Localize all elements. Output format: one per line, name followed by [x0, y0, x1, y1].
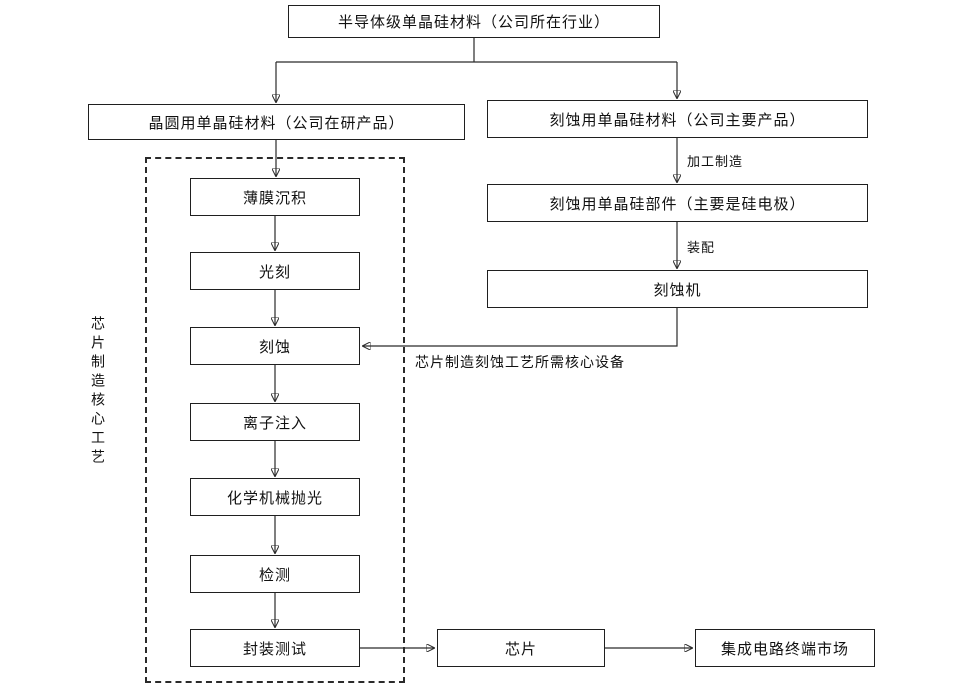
core-process-dashed-box [145, 157, 405, 683]
core-process-vertical-label: 芯片制造核心工艺 [86, 316, 106, 468]
node-wafer-material: 晶圆用单晶硅材料（公司在研产品） [88, 104, 465, 140]
edge-label-assembly-text: 装配 [687, 240, 716, 255]
node-step-etching: 刻蚀 [190, 327, 360, 365]
node-ic-terminal-market-label: 集成电路终端市场 [720, 641, 849, 658]
node-root-industry: 半导体级单晶硅材料（公司所在行业） [288, 5, 660, 38]
node-etch-material-label: 刻蚀用单晶硅材料（公司主要产品） [549, 112, 806, 129]
node-chip-label: 芯片 [504, 641, 537, 658]
step-label: 光刻 [258, 264, 291, 281]
node-step-thin-film-deposition: 薄膜沉积 [190, 178, 360, 216]
node-step-photolithography: 光刻 [190, 252, 360, 290]
edge-etcher-to-etch [363, 308, 678, 346]
node-step-packaging-testing: 封装测试 [190, 629, 360, 667]
node-etch-material: 刻蚀用单晶硅材料（公司主要产品） [487, 100, 868, 138]
edge-label-processing: 加工制造 [687, 151, 743, 170]
node-step-inspection: 检测 [190, 555, 360, 593]
step-label: 化学机械抛光 [226, 490, 323, 507]
step-label: 刻蚀 [258, 339, 291, 356]
node-step-ion-implantation: 离子注入 [190, 403, 360, 441]
node-etching-machine: 刻蚀机 [487, 270, 868, 308]
edge-label-core-equipment-text: 芯片制造刻蚀工艺所需核心设备 [415, 356, 625, 371]
node-wafer-material-label: 晶圆用单晶硅材料（公司在研产品） [148, 115, 405, 132]
edge-label-core-equipment: 芯片制造刻蚀工艺所需核心设备 [415, 352, 625, 372]
step-label: 检测 [258, 567, 291, 584]
node-step-cmp: 化学机械抛光 [190, 478, 360, 516]
node-chip: 芯片 [437, 629, 605, 667]
step-label: 离子注入 [242, 415, 307, 432]
node-etch-parts-label: 刻蚀用单晶硅部件（主要是硅电极） [549, 196, 806, 213]
node-etch-parts: 刻蚀用单晶硅部件（主要是硅电极） [487, 184, 868, 222]
step-label: 薄膜沉积 [242, 190, 307, 207]
node-ic-terminal-market: 集成电路终端市场 [695, 629, 875, 667]
edge-label-processing-text: 加工制造 [687, 154, 744, 169]
node-etching-machine-label: 刻蚀机 [653, 282, 702, 299]
edge-label-assembly: 装配 [687, 237, 715, 256]
step-label: 封装测试 [242, 641, 307, 658]
node-root-industry-label: 半导体级单晶硅材料（公司所在行业） [337, 15, 610, 31]
core-process-vertical-label-text: 芯片制造核心工艺 [89, 316, 104, 468]
